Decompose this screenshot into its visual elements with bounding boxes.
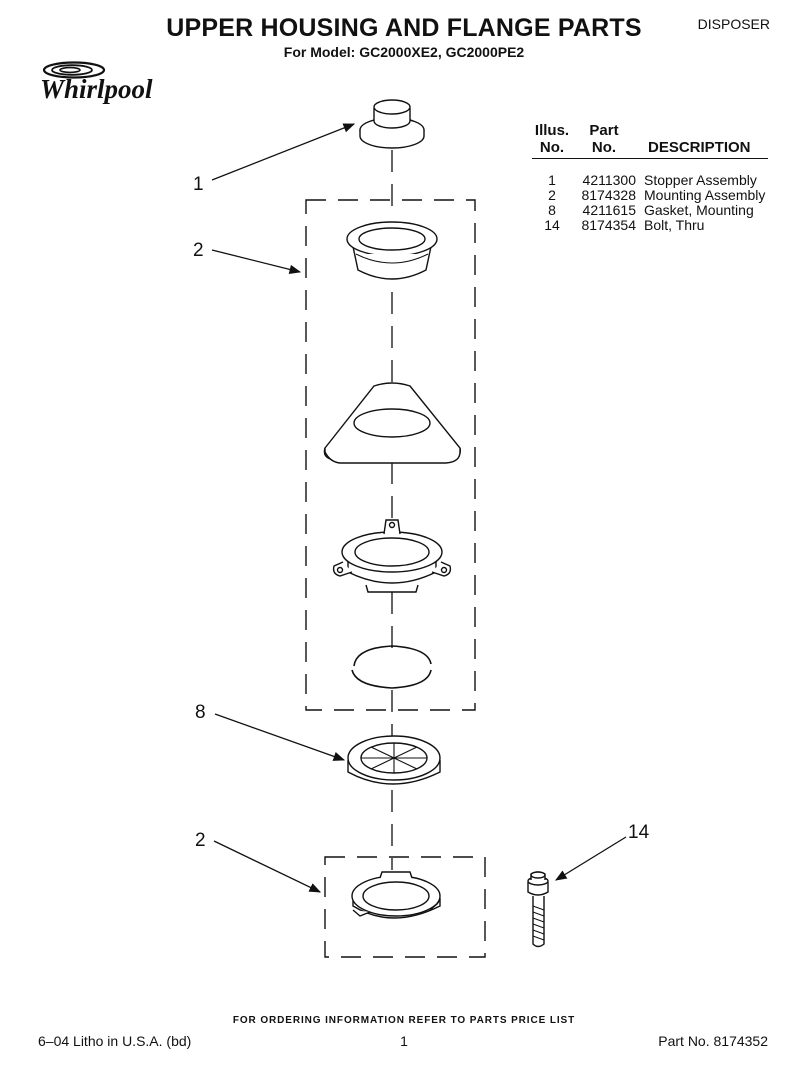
header-part-no: Part No. [572,122,640,159]
leader-line-14 [555,836,627,881]
ordering-note: FOR ORDERING INFORMATION REFER TO PARTS … [232,1015,576,1026]
header-illus-no: Illus. No. [532,122,572,159]
snap-ring-part [351,645,432,689]
mounting-gasket-part [347,735,441,785]
leader-line-8 [214,713,346,761]
triangular-gasket-part [323,382,461,464]
page-number: 1 [400,1033,408,1049]
logo-swirl-icon [42,61,106,79]
leader-line-1 [211,123,356,181]
table-row: 1 4211300 Stopper Assembly [548,172,757,188]
table-row: 2 8174328 Mounting Assembly [548,187,766,203]
parts-table-header: Illus. No. Part No. DESCRIPTION [532,122,768,159]
mounting-ring-group-box [324,856,486,958]
mounting-assembly-group-box [305,199,476,711]
table-row: 8 4211615 Gasket, Mounting [548,202,754,218]
callout-2-lower: 2 [195,830,206,851]
callout-1: 1 [193,174,204,195]
leader-line-2-upper [211,249,302,274]
stopper-assembly-part [359,99,425,149]
mounting-ring-part [351,871,441,919]
document-part-number: Part No. 8174352 [658,1033,768,1049]
leader-line-2-lower [213,840,322,893]
print-info: 6–04 Litho in U.S.A. (bd) [38,1033,192,1049]
callout-2-upper: 2 [193,240,204,261]
product-category: DISPOSER [697,16,770,32]
model-subtitle: For Model: GC2000XE2, GC2000PE2 [283,44,525,60]
sink-flange-part [346,221,438,280]
page-title: UPPER HOUSING AND FLANGE PARTS [166,14,642,42]
whirlpool-logo: Whirlpool [40,61,153,104]
parts-table: Illus. No. Part No. DESCRIPTION 1 421130… [532,122,768,233]
header-description: DESCRIPTION [640,122,768,159]
support-ring-part [332,519,452,593]
table-row: 14 8174354 Bolt, Thru [544,217,705,233]
callout-14: 14 [628,822,650,843]
logo-wordmark: Whirlpool [40,74,153,104]
callout-8: 8 [195,702,206,723]
thru-bolt-part [527,871,549,948]
